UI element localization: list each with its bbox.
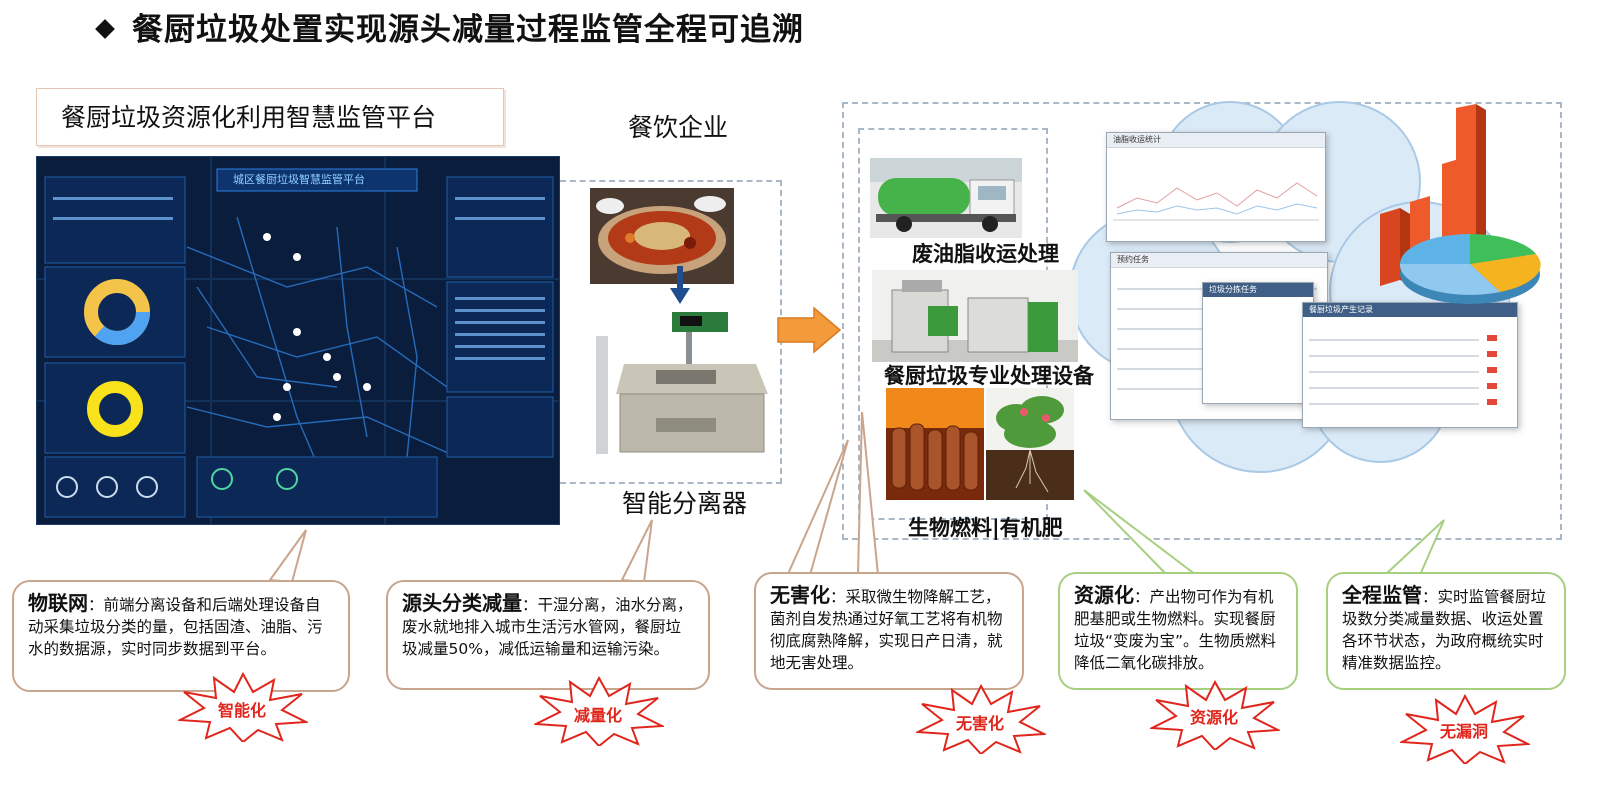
badge-text: 无漏洞 bbox=[1440, 722, 1489, 741]
enterprise-label: 餐饮企业 bbox=[628, 113, 729, 142]
bubble-resource: 资源化：产出物可作为有机肥基肥或生物燃料。实现餐厨垃圾“变废为宝”。生物质燃料降… bbox=[1058, 572, 1298, 690]
page-title: 餐厨垃圾处置实现源头减量过程监管全程可追溯 bbox=[95, 4, 804, 49]
window-title: 餐厨垃圾产生记录 bbox=[1303, 303, 1517, 317]
badge-text: 资源化 bbox=[1190, 708, 1239, 727]
separator-device-photo bbox=[596, 306, 770, 454]
bubble-harmless: 无害化：采取微生物降解工艺，菌剂自发热通过好氧工艺将有机物彻底腐熟降解，实现日产… bbox=[754, 572, 1024, 690]
window-title: 预约任务 bbox=[1111, 253, 1327, 268]
badge-text: 智能化 bbox=[218, 701, 267, 720]
bubble-full-supervision: 全程监管：实时监管餐厨垃圾数分类减量数据、收运处置各环节状态，为政府概统实时精准… bbox=[1326, 572, 1566, 690]
hotpot-illustration bbox=[590, 188, 734, 284]
truck-illustration bbox=[870, 158, 1022, 238]
burst-badge-resource bbox=[1150, 680, 1280, 750]
equipment-illustration bbox=[872, 270, 1078, 362]
window-title: 垃圾分拣任务 bbox=[1203, 283, 1313, 297]
window-title: 油脂收运统计 bbox=[1107, 133, 1325, 148]
fertilizer-illustration bbox=[986, 388, 1074, 500]
platform-label: 餐厨垃圾资源化利用智慧监管平台 bbox=[36, 88, 504, 146]
burst-badge-harmless bbox=[916, 684, 1046, 754]
equipment-caption: 餐厨垃圾专业处理设备 bbox=[884, 364, 1094, 388]
processing-equipment-photo bbox=[872, 270, 1078, 362]
bubble-term: 物联网 bbox=[28, 591, 88, 615]
bubble-term: 无害化 bbox=[770, 583, 830, 607]
hotpot-photo bbox=[590, 188, 734, 284]
bubble-text: ：前端分离设备和后端处理设备自动采集垃圾分类的量，包括固渣、油脂、污水的数据源，… bbox=[28, 596, 323, 658]
records-table-illustration bbox=[1309, 335, 1497, 405]
dashboard-screen-title: 城区餐厨垃圾智慧监管平台 bbox=[233, 173, 365, 186]
separator-label: 智能分离器 bbox=[622, 489, 748, 518]
separator-illustration bbox=[596, 306, 770, 454]
bubble-term: 全程监管 bbox=[1342, 583, 1422, 607]
bubble-term: 源头分类减量 bbox=[402, 591, 522, 615]
bubble-iot: 物联网：前端分离设备和后端处理设备自动采集垃圾分类的量，包括固渣、油脂、污水的数… bbox=[12, 580, 350, 692]
products-caption: 生物燃料|有机肥 bbox=[908, 516, 1063, 540]
down-arrow-icon bbox=[670, 266, 690, 304]
software-window-sorting: 垃圾分拣任务 bbox=[1202, 282, 1314, 404]
right-arrow-icon bbox=[777, 306, 842, 354]
dashboard-illustration bbox=[37, 157, 559, 524]
bubble-term: 资源化 bbox=[1074, 583, 1134, 607]
dashboard-screen-photo: 城区餐厨垃圾智慧监管平台 bbox=[36, 156, 560, 525]
badge-text: 减量化 bbox=[574, 706, 623, 725]
bubble-text: ：干湿分离，油水分离，废水就地排入城市生活污水管网，餐厨垃圾减量50%，减低运输… bbox=[402, 596, 693, 658]
organic-fertilizer-photo bbox=[986, 388, 1074, 500]
waste-oil-truck-photo bbox=[870, 158, 1022, 238]
bubble-source-reduction: 源头分类减量：干湿分离，油水分离，废水就地排入城市生活污水管网，餐厨垃圾减量50… bbox=[386, 580, 710, 690]
line-chart-illustration bbox=[1113, 182, 1319, 221]
page-title-text: 餐厨垃圾处置实现源头减量过程监管全程可追溯 bbox=[132, 12, 804, 48]
software-window-records: 餐厨垃圾产生记录 bbox=[1302, 302, 1518, 428]
badge-text: 无害化 bbox=[956, 714, 1005, 733]
biofuel-illustration bbox=[886, 388, 984, 500]
chart-decoration-icon bbox=[1380, 104, 1541, 304]
waste-oil-caption: 废油脂收运处理 bbox=[912, 242, 1059, 266]
bubble-text: ：产出物可作为有机肥基肥或生物燃料。实现餐厨垃圾“变废为宝”。生物质燃料降低二氧… bbox=[1074, 588, 1277, 672]
burst-badge-smart bbox=[178, 672, 308, 742]
burst-badge-no-loophole bbox=[1400, 694, 1530, 764]
biofuel-photo bbox=[886, 388, 984, 500]
bubble-text: ：实时监管餐厨垃圾数分类减量数据、收运处置各环节状态，为政府概统实时精准数据监控… bbox=[1342, 588, 1547, 672]
software-window-oil: 油脂收运统计 bbox=[1106, 132, 1326, 242]
burst-badge-reduction bbox=[534, 676, 664, 746]
processing-outer-box bbox=[842, 102, 1562, 540]
bubble-text: ：采取微生物降解工艺，菌剂自发热通过好氧工艺将有机物彻底腐熟降解，实现日产日清，… bbox=[770, 588, 1003, 672]
